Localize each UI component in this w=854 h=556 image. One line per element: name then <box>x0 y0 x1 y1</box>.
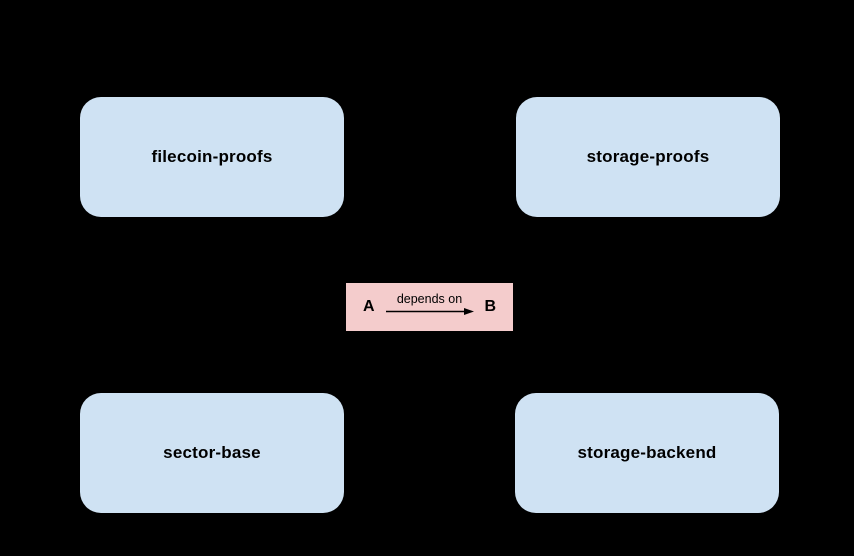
legend-box: A depends on B <box>346 283 513 331</box>
node-storage-backend-label: storage-backend <box>577 443 717 462</box>
legend-relation-label: depends on <box>396 292 463 307</box>
node-sector-base-label: sector-base <box>163 443 261 462</box>
legend-relation: depends on <box>385 292 474 317</box>
legend-target-label: B <box>484 298 496 315</box>
node-storage-backend: storage-backend <box>515 393 779 513</box>
node-sector-base: sector-base <box>80 393 344 513</box>
node-filecoin-proofs: filecoin-proofs <box>80 97 344 217</box>
node-storage-proofs-label: storage-proofs <box>586 147 710 166</box>
depends-on-arrow-icon <box>385 307 474 315</box>
node-filecoin-proofs-label: filecoin-proofs <box>151 147 273 166</box>
legend-source-label: A <box>363 298 375 315</box>
node-storage-proofs: storage-proofs <box>516 97 780 217</box>
